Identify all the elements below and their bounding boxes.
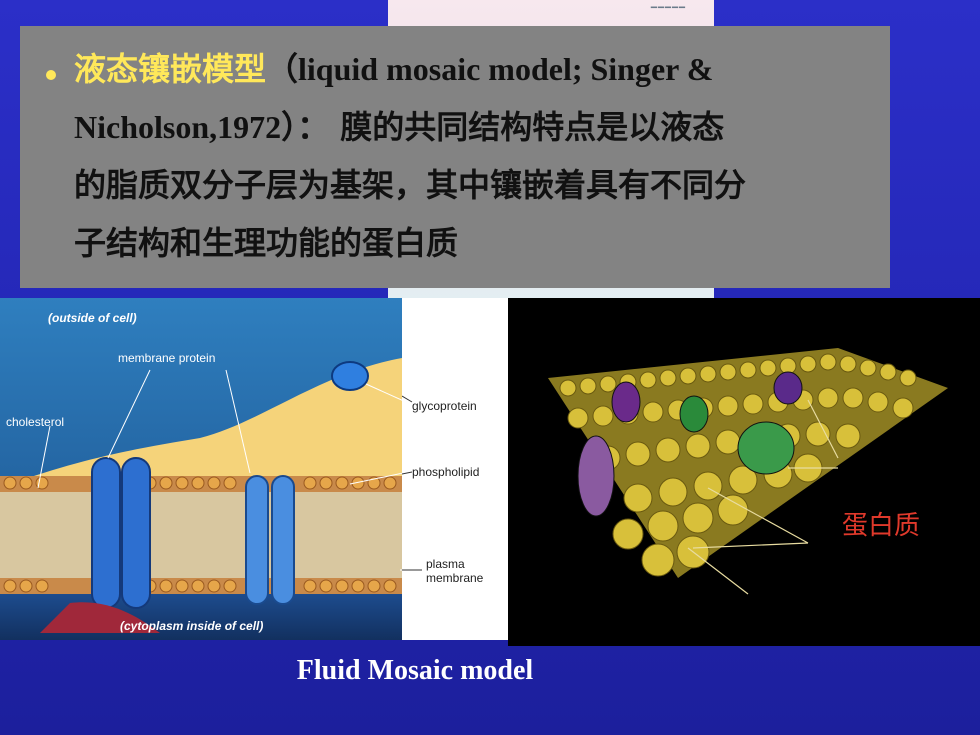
figure-caption: Fluid Mosaic model [296, 655, 534, 686]
label-membrane: membrane [426, 571, 484, 585]
label-gap-panel: glycoprotein phospholipid plasma membran… [402, 298, 508, 640]
photo-tag: ▔▔▔▔▔ [650, 8, 686, 19]
bullet-icon [46, 70, 56, 80]
model-title-cn: 液态镶嵌模型 [74, 50, 267, 88]
definition-line-4: 子结构和生理功能的蛋白质 [74, 224, 459, 262]
membrane-protein-right [245, 475, 295, 605]
model-authors: Nicholson,1972）： [74, 109, 330, 145]
membrane-protein-left [91, 457, 151, 609]
label-inside: (cytoplasm inside of cell) [120, 619, 263, 633]
definition-textbox: 液态镶嵌模型（liquid mosaic model; Singer & Nic… [20, 26, 890, 288]
model-title-en: （liquid mosaic model; Singer & [266, 51, 714, 87]
label-phospholipid: phospholipid [412, 465, 479, 479]
glycoprotein-shape [331, 361, 369, 391]
definition-line-2: Nicholson,1972）： 膜的共同结构特点是以液态 [46, 98, 872, 156]
label-glycoprotein: glycoprotein [412, 399, 477, 413]
lipid-heads [3, 476, 397, 593]
label-plasma: plasma [426, 557, 465, 571]
membrane-diagram-right: 蛋白质 [508, 298, 980, 646]
protein-label: 蛋白质 [842, 511, 920, 541]
label-outside: (outside of cell) [48, 311, 137, 325]
definition-line-1: 液态镶嵌模型（liquid mosaic model; Singer & [46, 40, 872, 98]
protein-blobs [577, 371, 803, 517]
label-membrane-protein: membrane protein [118, 351, 215, 365]
label-cholesterol: cholesterol [6, 415, 64, 429]
membrane-diagram-left: (outside of cell) membrane protein chole… [0, 298, 402, 640]
definition-text-1: 膜的共同结构特点是以液态 [329, 108, 725, 146]
definition-line-3: 的脂质双分子层为基架，其中镶嵌着具有不同分 [74, 166, 747, 204]
